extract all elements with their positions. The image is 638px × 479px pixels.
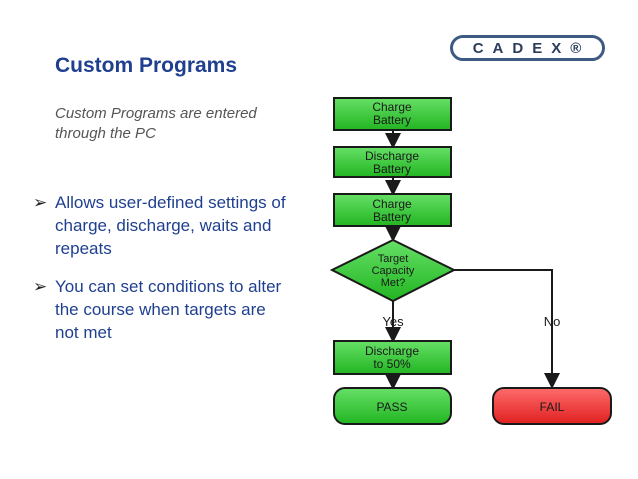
charge-battery-label: Battery xyxy=(373,210,411,224)
charge-battery-box xyxy=(333,193,452,227)
charge-battery-label: Charge xyxy=(372,197,412,211)
arrow-bullet-icon: ➢ xyxy=(33,277,48,296)
discharge-50-label: Discharge xyxy=(365,344,419,358)
no-label: No xyxy=(544,314,561,329)
decision-label: Target xyxy=(378,253,409,265)
slide-subtitle: Custom Programs are entered through the … xyxy=(55,105,257,142)
arrow-bullet-icon: ➢ xyxy=(33,193,48,212)
charge-battery-label: Battery xyxy=(373,113,411,127)
decision-diamond xyxy=(329,238,457,303)
logo-text: CADEX® xyxy=(472,39,591,57)
pass-label: PASS xyxy=(376,400,407,414)
decision-label: Capacity xyxy=(372,265,415,277)
bullet-text: You can set conditions to alter the cour… xyxy=(55,277,282,342)
bullet-list: ➢ Allows user-defined settings of charge… xyxy=(33,191,293,359)
yes-label: Yes xyxy=(382,314,404,329)
fail-terminal xyxy=(492,387,612,425)
pass-terminal xyxy=(333,387,452,425)
bullet-text: Allows user-defined settings of charge, … xyxy=(55,193,286,258)
fail-label: FAIL xyxy=(540,400,565,414)
discharge-battery-box xyxy=(333,146,452,178)
decision-label: Met? xyxy=(381,277,405,289)
bullet-item: ➢ Allows user-defined settings of charge… xyxy=(33,191,293,260)
discharge-battery-label: Battery xyxy=(373,162,411,176)
cadex-logo: CADEX® xyxy=(450,35,605,61)
slide-title: Custom Programs xyxy=(55,54,238,77)
charge-battery-label: Charge xyxy=(372,100,412,114)
charge-battery-box xyxy=(333,97,452,131)
connector-arrow xyxy=(454,269,560,389)
discharge-50-label: to 50% xyxy=(373,357,411,371)
bullet-item: ➢ You can set conditions to alter the co… xyxy=(33,275,293,344)
discharge-50-box xyxy=(333,340,452,375)
discharge-battery-label: Discharge xyxy=(365,149,419,163)
